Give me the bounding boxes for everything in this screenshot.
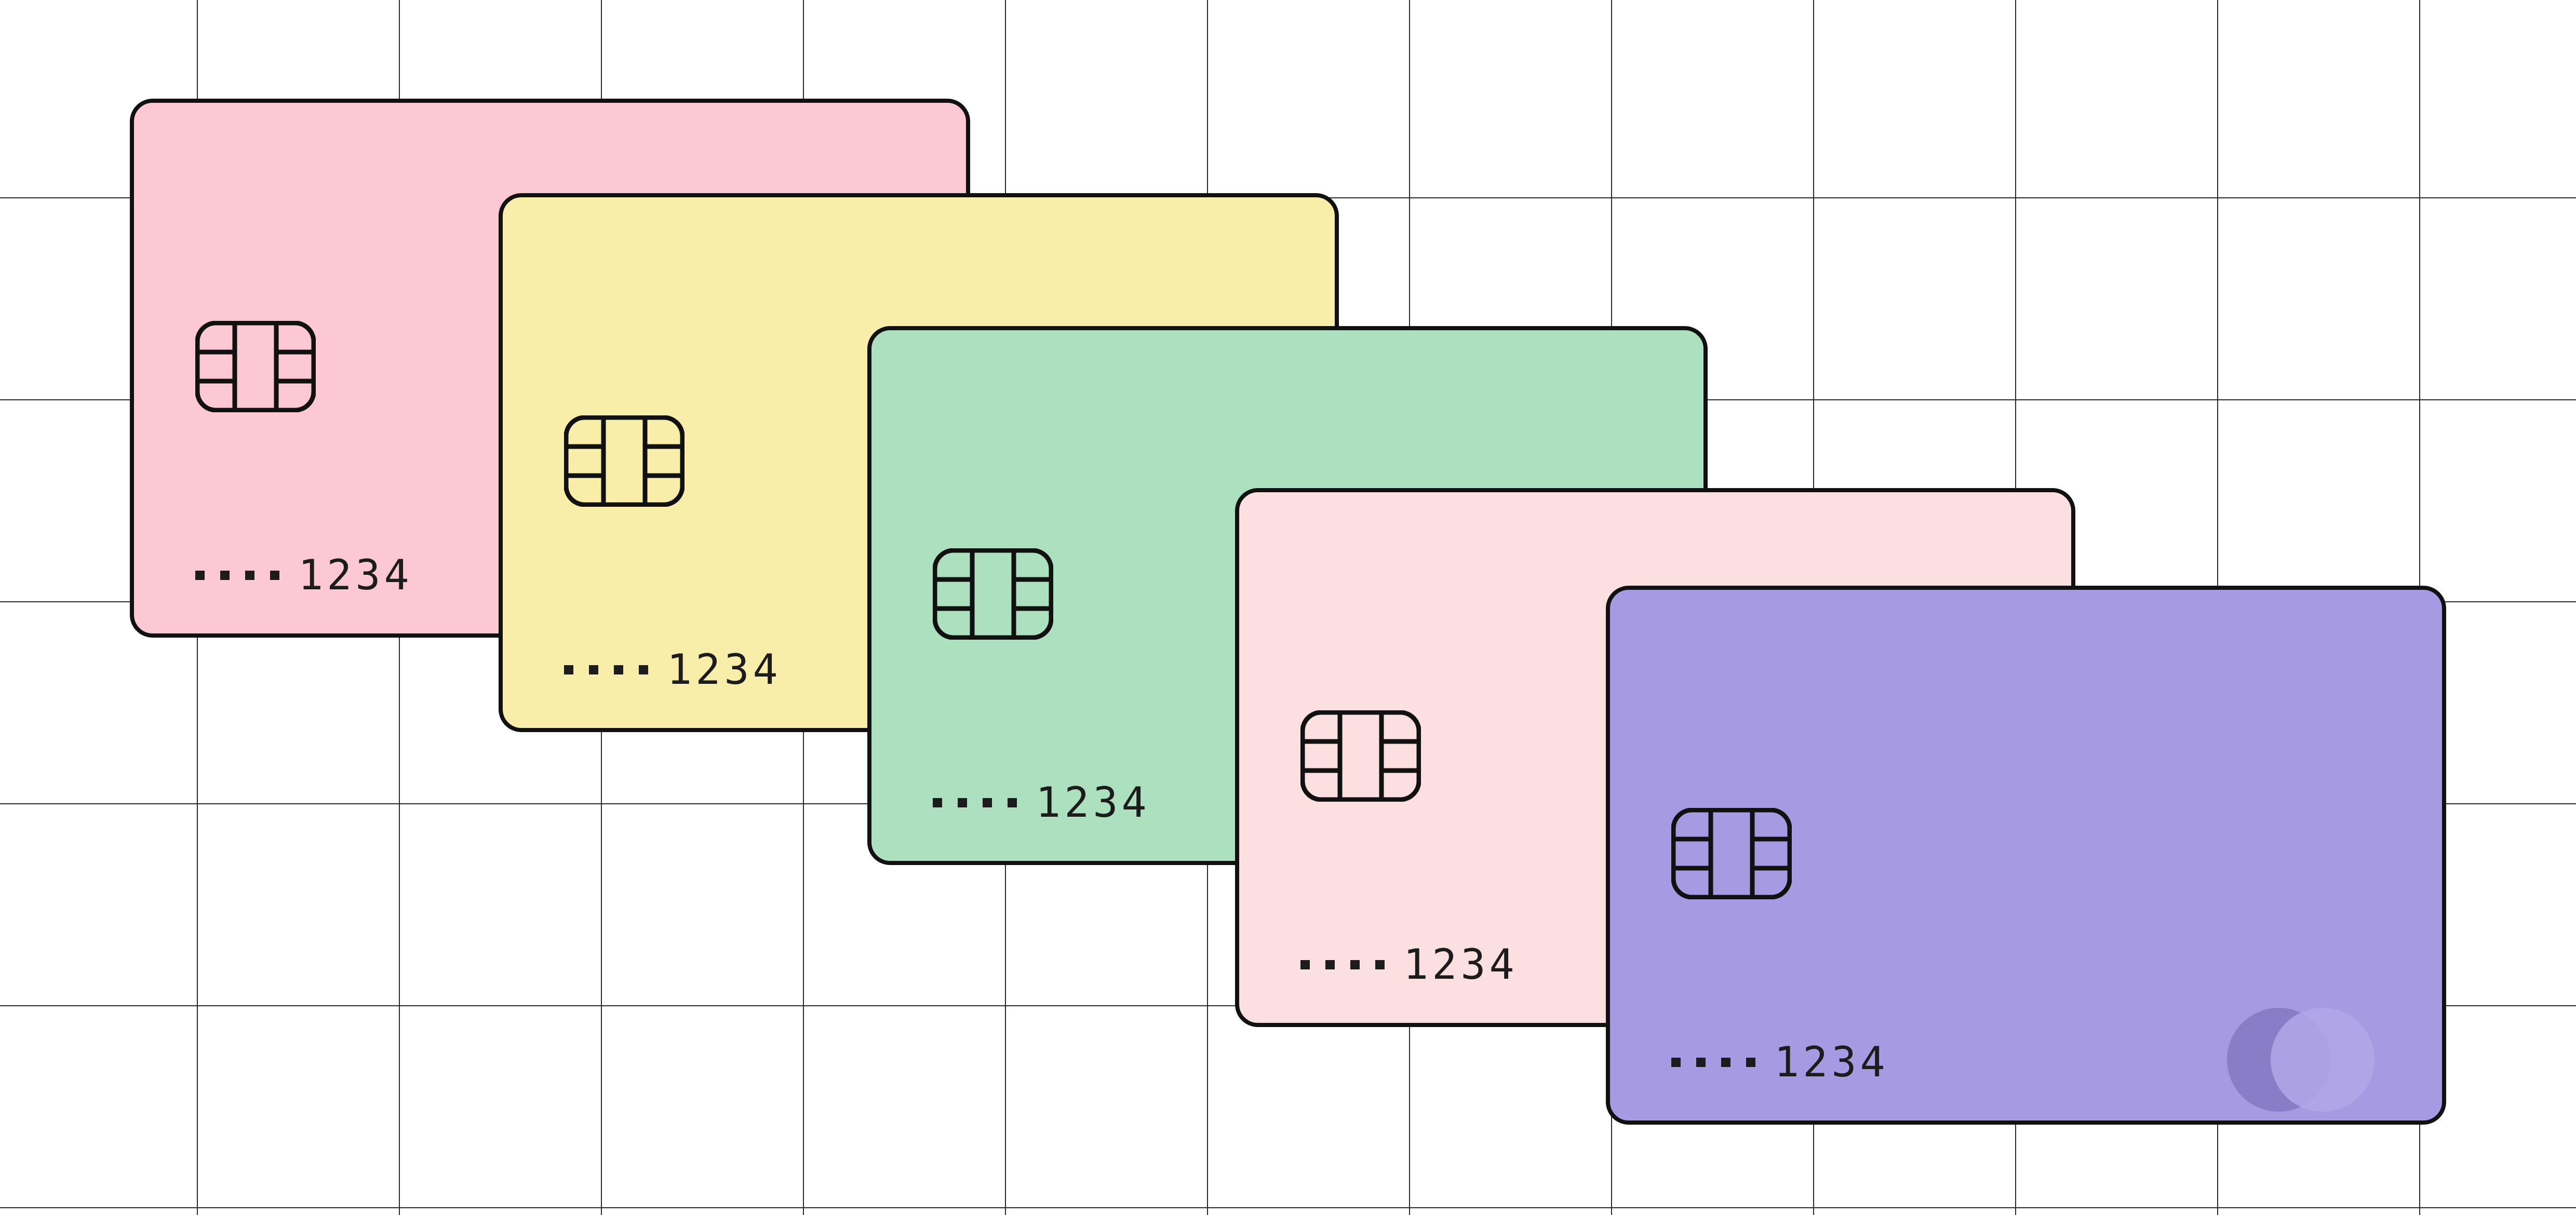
card-face: 1234 ACME.CO	[1239, 492, 2071, 1023]
card-last4: 1234	[1036, 778, 1150, 827]
masked-digits	[195, 571, 279, 580]
mask-dot	[1008, 798, 1017, 807]
masked-digits	[933, 798, 1017, 807]
mask-dot	[1721, 1058, 1730, 1067]
card-number: 1234	[564, 649, 782, 691]
card-number: 1234	[1300, 944, 1518, 986]
payment-network-logo	[2218, 1005, 2384, 1114]
mask-dot	[589, 665, 598, 674]
emv-chip-icon	[564, 415, 685, 507]
payment-card-purple[interactable]: 1234 ACME.CO	[1606, 586, 2446, 1125]
mask-dot	[564, 665, 573, 674]
card-last4: 1234	[1774, 1038, 1889, 1086]
card-face: 1234 ACME.CO	[503, 197, 1335, 728]
card-number: 1234	[1671, 1042, 1889, 1083]
mask-dot	[1671, 1058, 1681, 1067]
mask-dot	[195, 571, 205, 580]
card-last4: 1234	[667, 645, 782, 694]
mask-dot	[1350, 960, 1360, 969]
mask-dot	[1375, 960, 1385, 969]
mask-dot	[639, 665, 648, 674]
emv-chip-icon	[195, 321, 316, 412]
card-number: 1234	[933, 782, 1150, 824]
mask-dot	[220, 571, 230, 580]
mask-dot	[1325, 960, 1335, 969]
masked-digits	[1671, 1058, 1755, 1067]
mask-dot	[270, 571, 279, 580]
card-face: 1234 ACME.CO	[1610, 590, 2442, 1120]
masked-digits	[564, 665, 648, 674]
masked-digits	[1300, 960, 1385, 969]
mask-dot	[933, 798, 942, 807]
card-face: 1234 ACME.CO	[871, 330, 1703, 861]
emv-chip-icon	[1671, 808, 1792, 899]
mask-dot	[1746, 1058, 1755, 1067]
mask-dot	[1696, 1058, 1706, 1067]
mask-dot	[1300, 960, 1310, 969]
mask-dot	[983, 798, 992, 807]
mask-dot	[245, 571, 254, 580]
emv-chip-icon	[1300, 710, 1421, 802]
mask-dot	[958, 798, 967, 807]
card-face: 1234 ACME.CO	[134, 103, 966, 633]
grid-line-horizontal	[0, 1207, 2576, 1208]
emv-chip-icon	[933, 548, 1053, 640]
card-last4: 1234	[298, 551, 413, 599]
card-last4: 1234	[1403, 940, 1518, 989]
card-number: 1234	[195, 555, 413, 596]
mask-dot	[614, 665, 623, 674]
